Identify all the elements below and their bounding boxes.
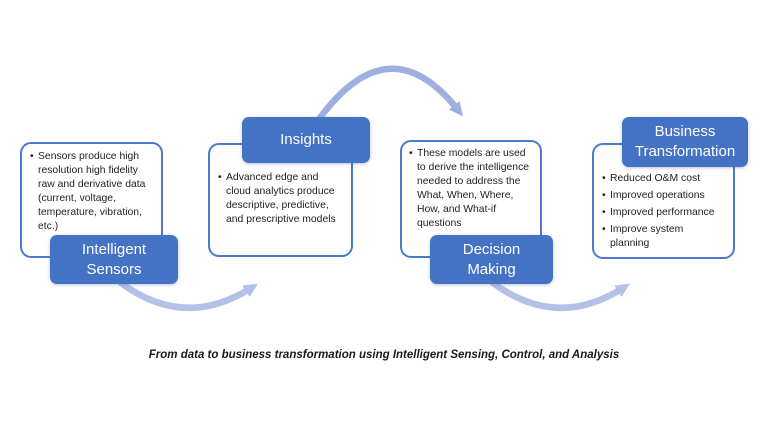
- bullet-glyph: •: [218, 172, 222, 183]
- bullet-list: • Advanced edge and cloud analytics prod…: [218, 171, 345, 227]
- arrow-curve: [489, 279, 630, 312]
- arrow-insights-to-decision: [313, 65, 464, 126]
- bullet-list: • These models are used to derive the in…: [409, 147, 537, 231]
- label-line: Decision: [462, 240, 521, 258]
- label-line: Intelligent: [81, 240, 147, 258]
- arrow-curve: [117, 279, 258, 312]
- stage-label-business-transformation: Business Transformation: [622, 117, 748, 167]
- bullet-glyph: •: [602, 189, 606, 201]
- stage-label-intelligent-sensors: Intelligent Sensors: [50, 235, 178, 284]
- bullet-item: • Improved performance: [602, 206, 721, 220]
- label-line: Making: [467, 260, 516, 278]
- bullet-glyph: •: [602, 223, 606, 235]
- bullet-glyph: •: [409, 148, 413, 159]
- diagram-caption: From data to business transformation usi…: [148, 349, 620, 361]
- label-line: Business: [654, 123, 716, 141]
- bullet-list: • Sensors produce high resolution high f…: [30, 150, 156, 234]
- bullet-glyph: •: [602, 173, 606, 184]
- bullet-glyph: •: [30, 151, 34, 162]
- bullet-glyph: •: [602, 206, 606, 218]
- bullet-list: • Reduced O&M cost • Improved operations…: [602, 172, 721, 251]
- bullet-text: Improved performance: [610, 206, 715, 218]
- bullet-text: Sensors produce high resolution high fid…: [38, 151, 146, 232]
- bullet-item: • Advanced edge and cloud analytics prod…: [218, 171, 345, 227]
- arrow-sensors-to-insights: [117, 279, 258, 312]
- stage-label-decision-making: Decision Making: [430, 235, 553, 284]
- label-line: Sensors: [86, 260, 142, 278]
- bullet-text: Improved operations: [610, 189, 705, 201]
- bullet-item: • Improve system planning: [602, 223, 721, 251]
- label-line: Transformation: [634, 143, 736, 160]
- bullet-text: Advanced edge and cloud analytics produc…: [226, 172, 336, 225]
- arrow-decision-to-transformation: [489, 279, 630, 312]
- bullet-item: • Improved operations: [602, 189, 721, 203]
- bullet-text: Improve system planning: [610, 223, 684, 249]
- bullet-item: • Sensors produce high resolution high f…: [30, 150, 156, 234]
- stage-label-insights: Insights: [242, 117, 370, 163]
- bullet-item: • These models are used to derive the in…: [409, 147, 537, 231]
- label-line: Insights: [280, 131, 332, 149]
- bullet-text: These models are used to derive the inte…: [417, 148, 530, 229]
- bullet-item: • Reduced O&M cost: [602, 172, 721, 186]
- arrow-curve: [313, 65, 464, 126]
- bullet-text: Reduced O&M cost: [610, 173, 701, 184]
